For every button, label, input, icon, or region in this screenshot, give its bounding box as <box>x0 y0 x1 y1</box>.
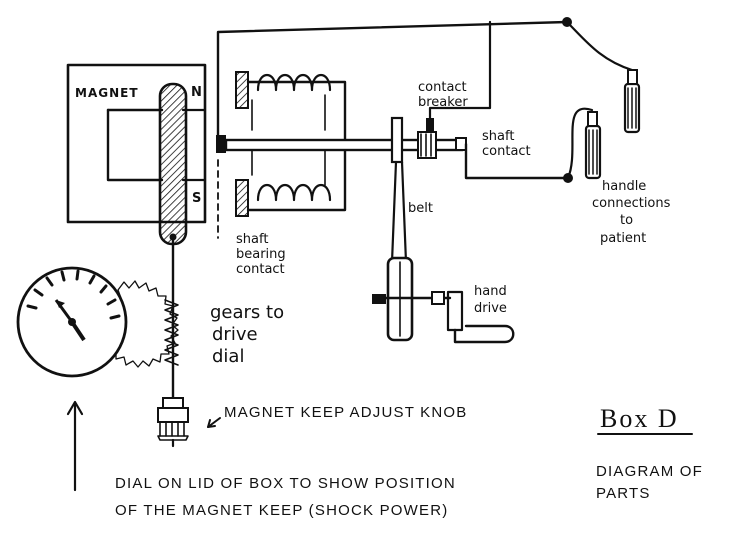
coil-assembly <box>235 71 347 217</box>
handle-electrode-lower <box>584 111 602 180</box>
hand-drive-label-2: drive <box>474 301 507 316</box>
dial-arrow <box>66 400 84 492</box>
drive-belt <box>390 160 408 264</box>
north-pole-label: N <box>191 85 202 100</box>
shaft-bearing-label-3: contact <box>236 262 285 277</box>
adjust-knob <box>157 397 189 448</box>
box-title: Box D <box>600 404 679 433</box>
belt-label: belt <box>408 201 433 216</box>
handle-connections-label-1: handle <box>602 179 646 194</box>
handle-connections-label-4: patient <box>600 231 646 246</box>
dial-gauge <box>16 266 128 378</box>
handle-connections-label-2: connections <box>592 196 671 211</box>
contact-breaker-label-2: breaker <box>418 95 468 110</box>
main-shaft <box>216 116 467 164</box>
gears-label-1: gears to <box>210 302 284 323</box>
handle-connections-label-3: to <box>620 213 633 228</box>
shaft-bearing-label-2: bearing <box>236 247 286 262</box>
subtitle-line-2: PARTS <box>596 485 651 502</box>
top-wire-circuit <box>216 17 634 140</box>
south-pole-label: S <box>192 191 201 206</box>
shaft-contact-label-2: contact <box>482 144 531 159</box>
dial-description-line-2: OF THE MAGNET KEEP (SHOCK POWER) <box>115 502 448 519</box>
hand-drive-label-1: hand <box>474 284 507 299</box>
handle-electrode-upper <box>623 69 641 134</box>
hand-drive <box>372 256 515 344</box>
gears-label-3: dial <box>212 346 244 367</box>
contact-breaker-label-1: contact <box>418 80 467 95</box>
shaft-bearing-label-1: shaft <box>236 232 268 247</box>
subtitle-line-1: DIAGRAM OF <box>596 463 703 480</box>
gears-label-2: drive <box>212 324 258 345</box>
shaft-contact-label-1: shaft <box>482 129 514 144</box>
lower-wire <box>464 107 594 183</box>
magnet-keep-bar <box>158 82 188 246</box>
dial-description-line-1: DIAL ON LID OF BOX TO SHOW POSITION <box>115 475 456 492</box>
knob-arrow <box>207 417 221 428</box>
adjust-knob-label: MAGNET KEEP ADJUST KNOB <box>224 404 468 421</box>
gear-rack <box>164 299 179 366</box>
magnet-label: MAGNET <box>75 86 139 100</box>
